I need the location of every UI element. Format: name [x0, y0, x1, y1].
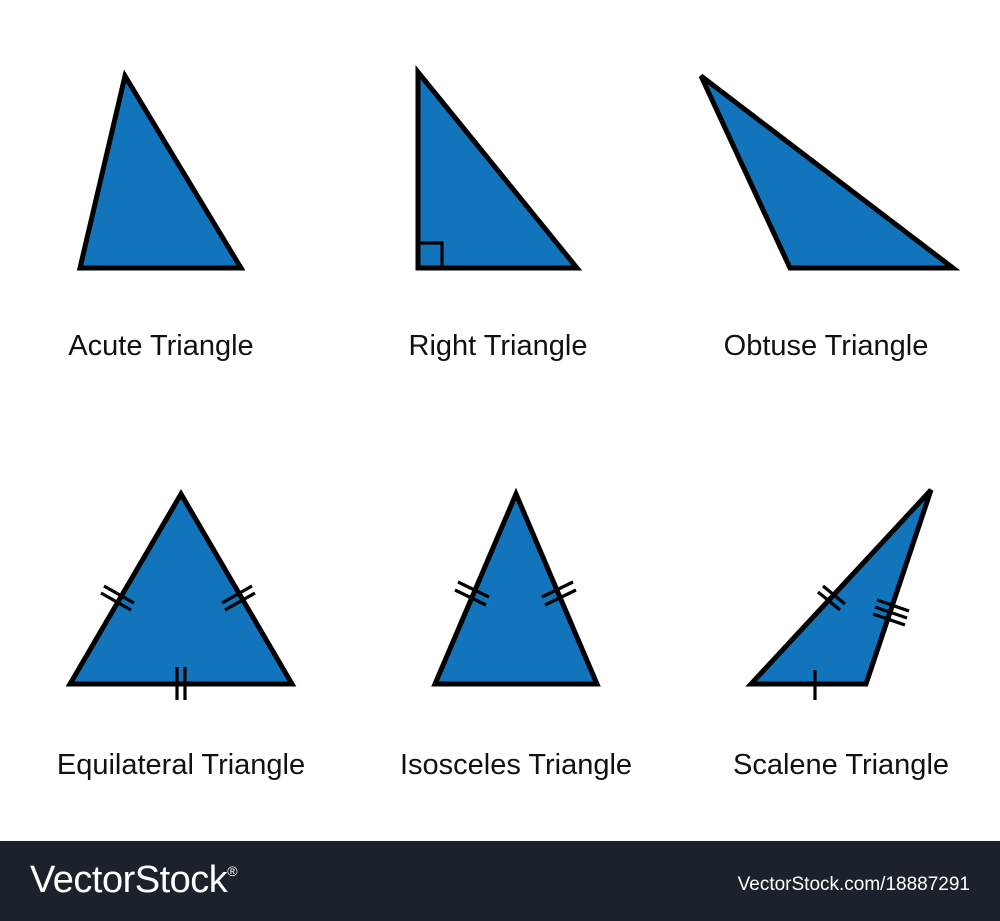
acute-triangle: [76, 69, 246, 271]
image-credit: VectorStock.com/18887291: [737, 874, 970, 895]
scalene-triangle-label: Scalene Triangle: [732, 749, 950, 781]
equilateral-tick-marks: [100, 584, 256, 700]
isosceles-triangle-label: Isosceles Triangle: [399, 749, 633, 781]
scalene-tick-marks: [813, 584, 910, 700]
acute-triangle-label: Acute Triangle: [68, 330, 254, 362]
vectorstock-logo: VectorStock®: [30, 859, 238, 902]
equilateral-triangle-label: Equilateral Triangle: [56, 749, 306, 781]
watermark-footer: VectorStock® VectorStock.com/18887291: [0, 841, 1000, 921]
obtuse-triangle: [698, 74, 961, 271]
equilateral-triangle: [65, 489, 297, 687]
right-triangle: [415, 64, 583, 271]
brand-name: VectorStock: [30, 859, 228, 901]
scalene-triangle: [745, 488, 934, 687]
isosceles-tick-marks: [454, 580, 577, 607]
isosceles-triangle: [431, 487, 601, 687]
right-angle-marker: [418, 241, 444, 268]
triangle-types-diagram: [65, 64, 961, 700]
right-triangle-label: Right Triangle: [408, 330, 588, 362]
registered-mark: ®: [227, 863, 238, 879]
obtuse-triangle-label: Obtuse Triangle: [723, 330, 929, 362]
